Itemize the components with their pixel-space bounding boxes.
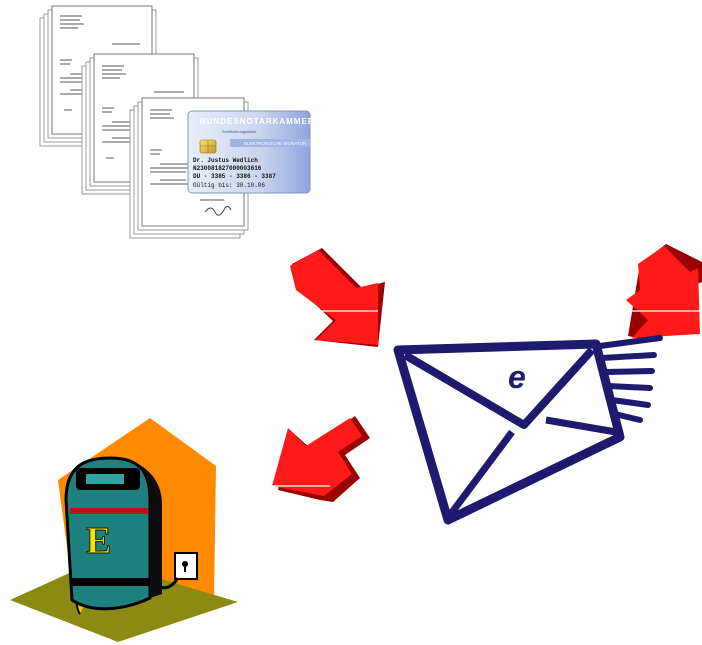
mailbox-base-band [70, 578, 150, 586]
arrow-left-incoming-icon [290, 248, 385, 347]
card-holder-name: Dr. Justus Wedlich [193, 157, 258, 164]
card-code-line: DU - 3385 - 3386 - 3387 [193, 173, 276, 180]
email-envelope-icon: e [398, 338, 660, 520]
arrow-right-incoming-icon [626, 244, 702, 340]
card-subheader: Zertifizierungsstelle [222, 129, 257, 134]
arrow-outgoing-to-mailbox-icon [272, 416, 370, 502]
mailbox-slot [86, 474, 124, 484]
signature-card: BUNDESNOTARKAMMER Zertifizierungsstelle … [188, 111, 315, 193]
mailbox-e-letter: E [86, 520, 111, 562]
mailbox-red-stripe [70, 508, 148, 514]
outlet-icon [175, 553, 197, 579]
card-valid-line: Gültig bis: 30.10.06 [193, 182, 265, 189]
mailbox-scene: E [10, 418, 238, 642]
card-header: BUNDESNOTARKAMMER [200, 117, 315, 126]
envelope-e-letter: e [508, 359, 526, 395]
card-band-text: ELEKTRONISCHE SIGNATUR [244, 141, 307, 146]
card-id-line: N230081827000003616 [193, 165, 262, 172]
chip-icon [200, 140, 216, 153]
